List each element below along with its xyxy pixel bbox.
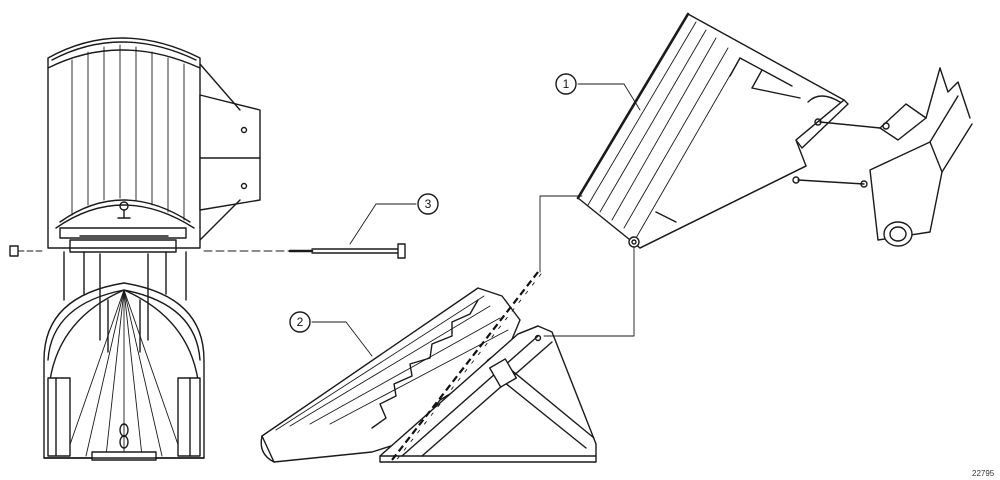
drawing-code: 22795 [972,469,995,478]
callout-1: 1 [555,73,641,111]
callout-1-label: 1 [563,77,570,91]
callout-2-label: 2 [297,315,304,329]
front-view-assembly [9,37,291,461]
mounting-plate [59,227,187,253]
hood-front-view [47,37,201,249]
pin-bolt-part-3 [288,243,406,259]
blade-lowered-part-2 [260,287,597,463]
callout-3-label: 3 [425,197,432,211]
hood-raised-part-1 [576,12,849,249]
truck-mount-bracket [797,67,973,247]
safety-chain [391,271,542,463]
hood-side-bracket [199,63,261,241]
lower-blade-front-view [43,282,205,461]
support-posts [63,251,187,353]
connector-lines [539,195,635,337]
callout-3: 3 [349,193,439,245]
pin-bolt-left [9,245,291,257]
callout-2: 2 [289,311,373,357]
